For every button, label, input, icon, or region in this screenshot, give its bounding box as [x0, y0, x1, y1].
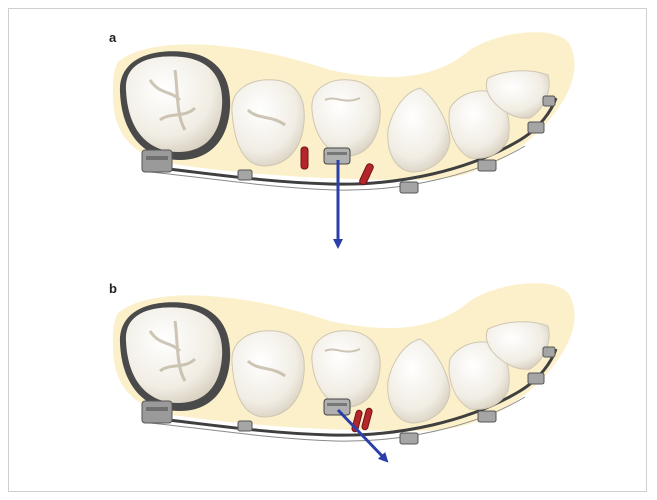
spring-left — [301, 147, 308, 169]
panel-a-diagram — [113, 32, 575, 244]
panel-b-diagram — [113, 283, 575, 459]
